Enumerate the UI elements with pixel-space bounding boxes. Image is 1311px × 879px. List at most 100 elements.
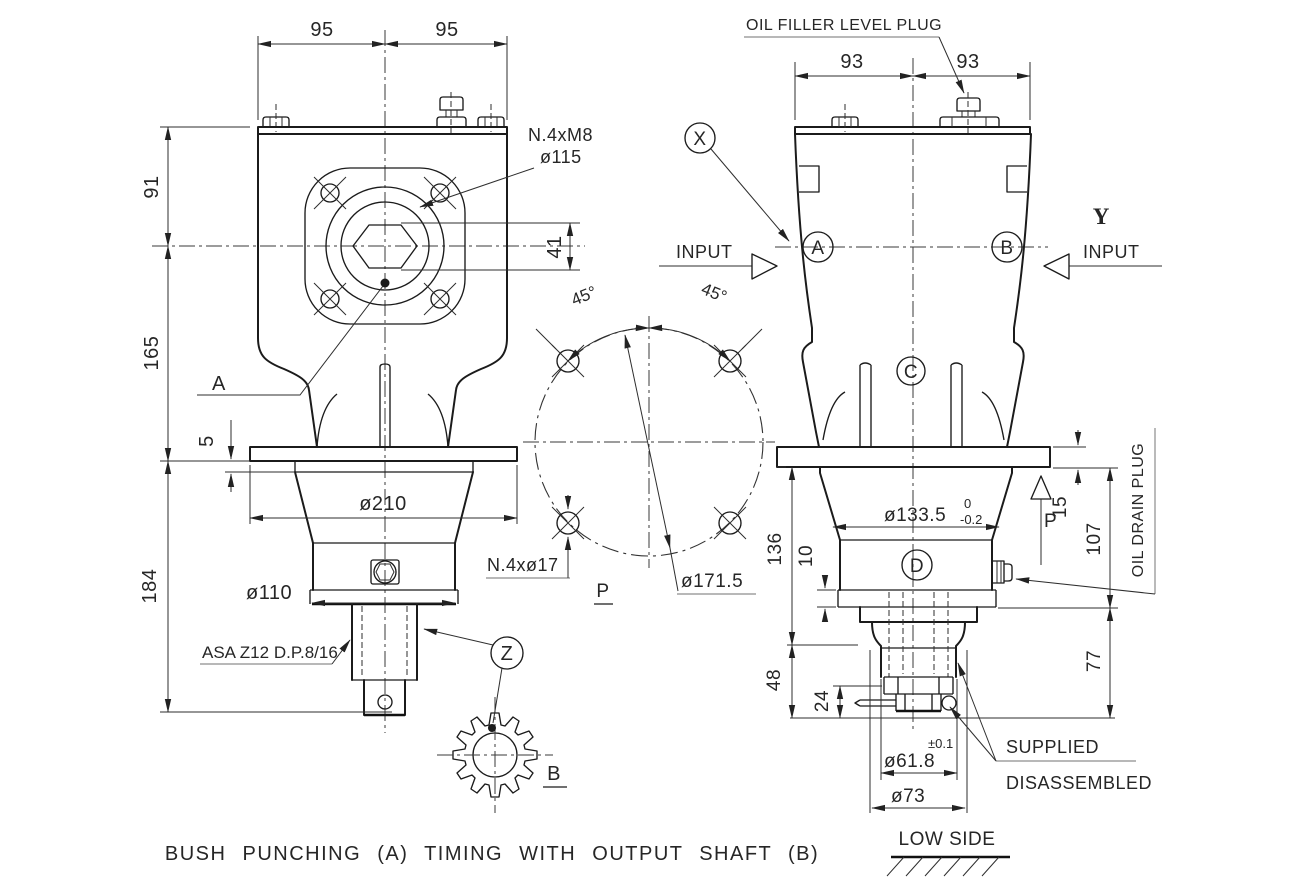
output-flange bbox=[249, 446, 518, 462]
dim-flange-dia: ø210 bbox=[359, 493, 407, 515]
supplied-disassembled-note: SUPPLIED DISASSEMBLED bbox=[949, 662, 1152, 793]
dim-side-flange-dia: ø133.5 bbox=[884, 505, 946, 526]
balloon-b-side: B bbox=[1000, 238, 1013, 259]
dim-angle-right: 45° bbox=[699, 279, 730, 306]
label-p-side: P bbox=[1044, 511, 1057, 532]
output-shaft bbox=[351, 603, 418, 681]
note-oil-filler: OIL FILLER LEVEL PLUG bbox=[746, 17, 942, 34]
input-arrow-left: INPUT bbox=[659, 242, 778, 280]
dim-184: 184 bbox=[139, 569, 161, 604]
balloon-x-circle bbox=[684, 122, 716, 154]
dim-15: 15 bbox=[1050, 496, 1071, 518]
oil-drain-note: OIL DRAIN PLUG bbox=[1015, 428, 1156, 595]
label-low-side: LOW SIDE bbox=[899, 829, 996, 850]
castle-nut bbox=[883, 676, 954, 694]
side-dimensions: 136 10 48 24 107 77 15 P ø133.5 0 -0.2 bbox=[764, 430, 1118, 813]
note-pattern-holes: N.4xø17 bbox=[487, 555, 559, 575]
datum-point-a bbox=[380, 278, 390, 288]
front-top-plate bbox=[257, 126, 508, 135]
note-disassembled: DISASSEMBLED bbox=[1006, 773, 1152, 793]
hub-set-screw bbox=[370, 559, 400, 585]
dim-spline-dia: ø61.8 bbox=[884, 751, 935, 772]
front-dimensions: 95 95 91 165 184 5 ø210 ø110 41 N.4xM8 ø… bbox=[139, 19, 593, 788]
center-rib bbox=[379, 363, 391, 447]
body-inner-wall-lines bbox=[316, 393, 449, 448]
dim-107: 107 bbox=[1084, 522, 1105, 555]
body-corner-notches bbox=[799, 165, 1027, 193]
body-ribs bbox=[859, 362, 963, 447]
oil-drain-plug bbox=[991, 560, 1013, 584]
dim-10: 10 bbox=[796, 545, 817, 567]
dim-77: 77 bbox=[1084, 650, 1105, 672]
balloon-b-front: B bbox=[547, 763, 561, 785]
pitch-circle bbox=[534, 327, 764, 557]
split-pin-loop bbox=[941, 695, 957, 711]
split-pin bbox=[854, 699, 896, 707]
hex-bore bbox=[352, 224, 418, 269]
note-bolt-pattern-line2: ø115 bbox=[540, 147, 582, 167]
dim-136: 136 bbox=[765, 532, 786, 565]
bolt-pattern-view: 45° 45° ø171.5 N.4xø17 P bbox=[486, 279, 775, 605]
balloon-z: Z bbox=[501, 643, 514, 665]
dim-93-right: 93 bbox=[956, 51, 979, 73]
dim-41: 41 bbox=[544, 235, 566, 258]
dim-165: 165 bbox=[141, 336, 163, 371]
gearbox-body-left-edge bbox=[257, 133, 318, 448]
dim-spline-tolerance: ±0.1 bbox=[928, 736, 953, 751]
dim-93-left: 93 bbox=[840, 51, 863, 73]
bell-cone bbox=[819, 466, 1013, 541]
timing-mark-dot bbox=[488, 724, 496, 732]
hub-cylinder bbox=[312, 542, 456, 591]
note-oil-drain: OIL DRAIN PLUG bbox=[1130, 443, 1147, 577]
note-supplied: SUPPLIED bbox=[1006, 737, 1099, 757]
dim-91: 91 bbox=[141, 175, 163, 198]
dim-pitch-dia: ø171.5 bbox=[681, 571, 743, 592]
input-left-label: INPUT bbox=[676, 242, 733, 262]
sprocket-detail bbox=[437, 697, 553, 813]
input-arrow-right: INPUT bbox=[1043, 242, 1162, 280]
dim-95-left: 95 bbox=[310, 19, 333, 41]
output-hub-assembly bbox=[854, 592, 978, 713]
dim-angle-left: 45° bbox=[568, 282, 599, 309]
balloon-x: X bbox=[693, 129, 706, 150]
tolerance-upper: 0 bbox=[964, 496, 971, 511]
balloon-a-circle bbox=[802, 231, 834, 263]
flange-bolt-holes bbox=[313, 176, 457, 316]
dim-95-right: 95 bbox=[435, 19, 458, 41]
low-side-marker: LOW SIDE bbox=[886, 829, 1010, 877]
front-lower-assembly bbox=[249, 446, 518, 717]
side-top-bolts bbox=[831, 92, 1000, 133]
front-view: 95 95 91 165 184 5 ø210 ø110 41 N.4xM8 ø… bbox=[139, 19, 593, 813]
label-y: Y bbox=[1093, 204, 1110, 229]
front-mounting-flange bbox=[304, 167, 580, 325]
balloon-d: D bbox=[910, 556, 924, 577]
balloon-b-circle bbox=[991, 231, 1023, 263]
shaft-cross-hole bbox=[377, 694, 393, 710]
balloon-d-circle bbox=[901, 549, 933, 581]
note-spline-spec: ASA Z12 D.P.8/16 bbox=[202, 643, 338, 662]
direction-p-arrow bbox=[1030, 475, 1052, 500]
gearbox-body-right-edge bbox=[447, 133, 508, 448]
drawing-caption: BUSH PUNCHING (A) TIMING WITH OUTPUT SHA… bbox=[165, 843, 819, 865]
balloon-c-circle bbox=[896, 356, 926, 386]
dim-48: 48 bbox=[764, 669, 785, 691]
dim-24: 24 bbox=[812, 690, 833, 712]
balloon-a-side: A bbox=[811, 238, 824, 259]
input-right-label: INPUT bbox=[1083, 242, 1140, 262]
side-output-flange bbox=[776, 446, 1051, 468]
side-view: OIL FILLER LEVEL PLUG 93 93 A B bbox=[659, 17, 1162, 877]
oil-filler-plug bbox=[956, 97, 981, 112]
dim-hub-dia: ø110 bbox=[246, 582, 292, 604]
sprocket-teeth bbox=[452, 712, 538, 798]
balloon-a-front: A bbox=[212, 373, 226, 395]
view-label-p: P bbox=[596, 581, 609, 602]
dim-bush-dia: ø73 bbox=[891, 786, 925, 807]
base-plate bbox=[837, 589, 997, 608]
tolerance-lower: -0.2 bbox=[960, 512, 982, 527]
side-body-left-edge bbox=[794, 133, 820, 448]
side-top-plate bbox=[794, 126, 1031, 135]
side-body-right-edge bbox=[1006, 133, 1032, 448]
balloon-z-circle bbox=[490, 636, 524, 670]
